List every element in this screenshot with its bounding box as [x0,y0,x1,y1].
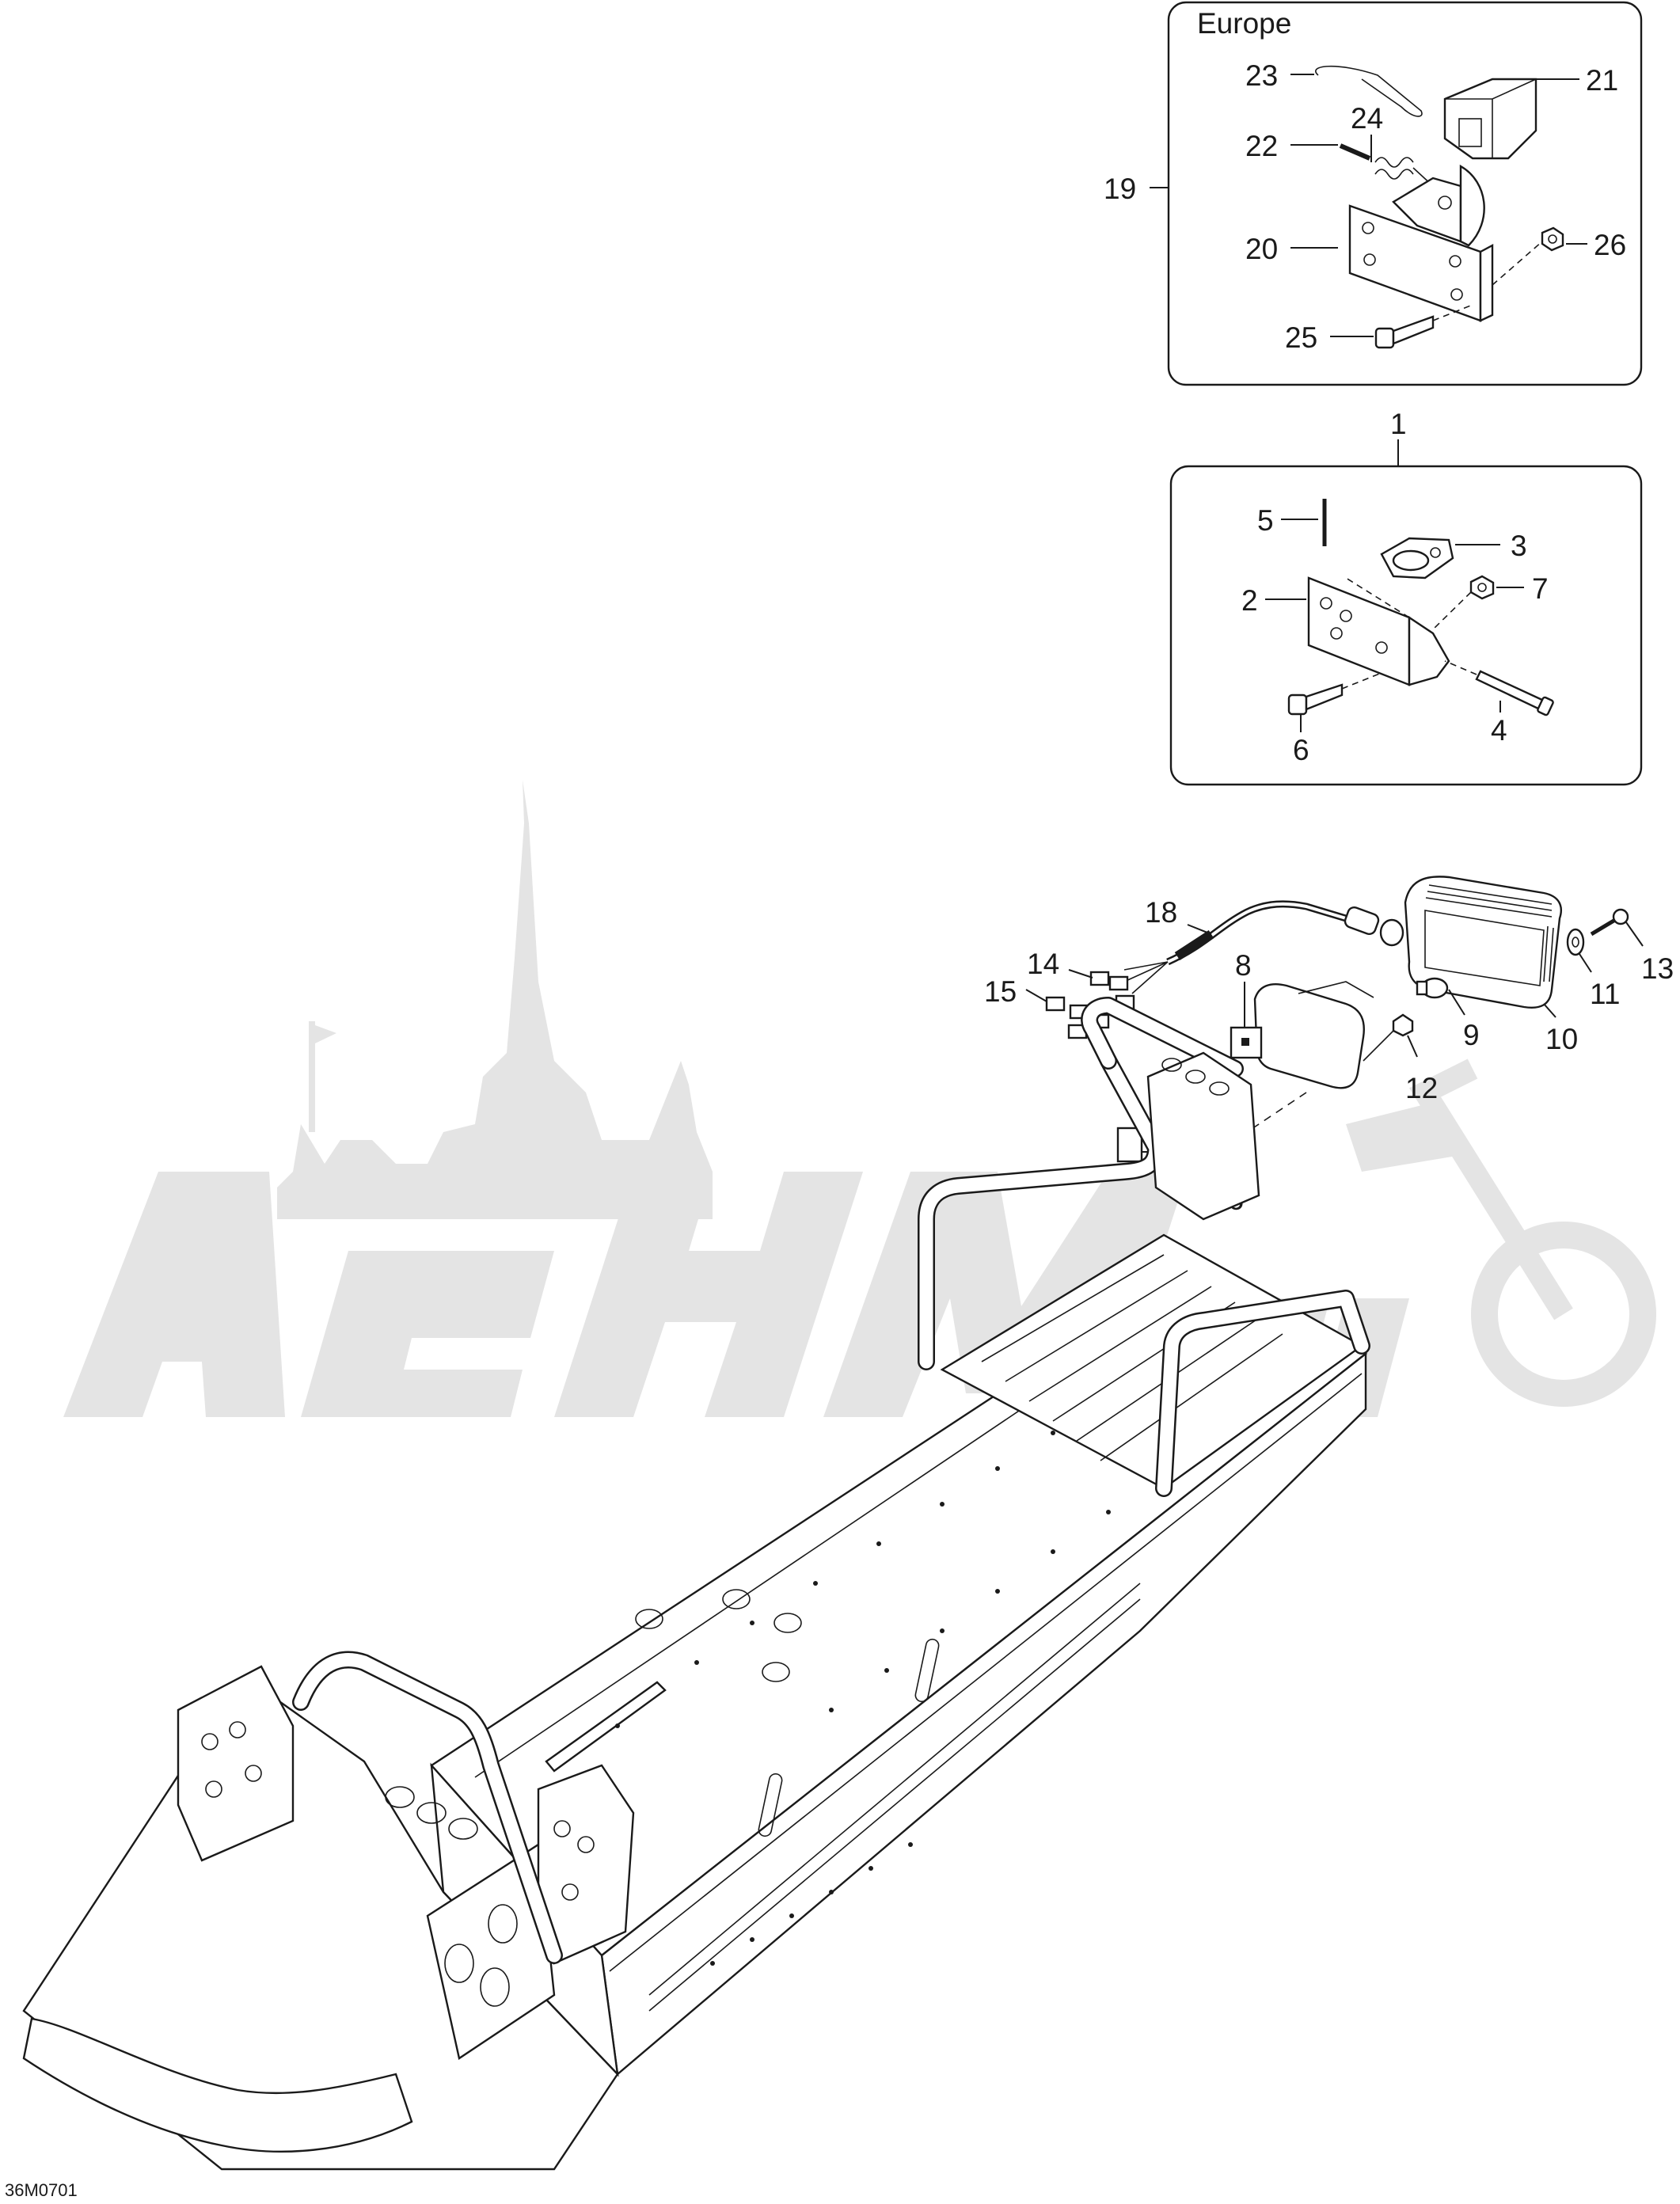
leader-9 [1448,989,1465,1016]
inset-standard-bracket: 1 2 3 4 5 6 7 [1169,408,1643,786]
part-21-cover [1443,78,1537,160]
callout-18: 18 [1145,896,1177,929]
callout-7: 7 [1532,572,1549,605]
leader-15 [1025,989,1047,1002]
callout-4: 4 [1491,714,1507,747]
callout-19: 19 [1104,173,1136,205]
watermark-logo [63,1058,1656,1417]
callout-2: 2 [1241,584,1258,617]
callout-3: 3 [1511,530,1527,562]
part-8-light-base [1230,981,1374,1089]
part-23-clip [1315,65,1423,117]
callout-1: 1 [1390,408,1407,440]
callout-13: 13 [1641,952,1674,985]
diagram-ref-code: 36M0701 [5,2180,78,2200]
rear-light-bracket [1146,1051,1260,1221]
callout-10: 10 [1545,1023,1578,1055]
inset-europe-title: Europe [1197,7,1291,40]
callout-24: 24 [1351,102,1383,135]
leader-12 [1407,1035,1418,1058]
part-7-nut [1432,575,1495,630]
leader-18 [1187,924,1212,935]
part-15-connectors [1045,996,1110,1039]
callout-8: 8 [1235,949,1252,982]
callout-21: 21 [1586,64,1618,97]
callout-20: 20 [1245,233,1278,265]
part-9-bulb [1416,977,1449,999]
part-20-plate-bracket [1348,164,1494,322]
inset-europe: Europe [1104,1,1643,386]
part-22-pin [1339,143,1371,161]
leader-11 [1579,953,1592,973]
part-4-long-pin [1444,660,1554,716]
lens-ridges [1425,884,1554,982]
chassis [22,997,1370,2171]
callout-25: 25 [1285,321,1317,354]
callout-6: 6 [1293,734,1309,766]
callout-5: 5 [1257,504,1274,537]
leader-13 [1625,922,1644,947]
callout-11: 11 [1590,978,1620,1010]
callout-12: 12 [1405,1072,1438,1104]
callout-26: 26 [1594,229,1626,261]
leader-14 [1068,969,1093,978]
leader-10 [1543,1003,1556,1018]
inset-standard-frame [1169,465,1643,786]
part-13-screw [1590,908,1629,937]
part-6-bolt [1287,672,1382,716]
watermark-city-silhouette [277,780,713,1219]
part-2-plate-bracket [1307,576,1450,686]
callout-22: 22 [1245,130,1278,162]
part-24-spring [1374,157,1434,187]
taillight-assembly: 8 9 10 11 12 13 14 15 16 17 18 [984,876,1674,1216]
inset-europe-frame [1167,1,1643,386]
part-3-hinge-tab [1380,537,1454,580]
part-25-bolt [1374,304,1473,349]
part-11-washer [1566,928,1585,956]
front-bulkhead [22,1651,635,2171]
callout-15: 15 [984,975,1017,1008]
callout-23: 23 [1245,59,1278,92]
part-18-wire-harness [1123,900,1404,994]
part-17-connector-block [1116,1127,1143,1163]
callout-9: 9 [1463,1019,1480,1051]
callout-14: 14 [1027,948,1059,980]
part-26-nut [1541,226,1564,252]
part-12-nut [1363,1013,1414,1062]
